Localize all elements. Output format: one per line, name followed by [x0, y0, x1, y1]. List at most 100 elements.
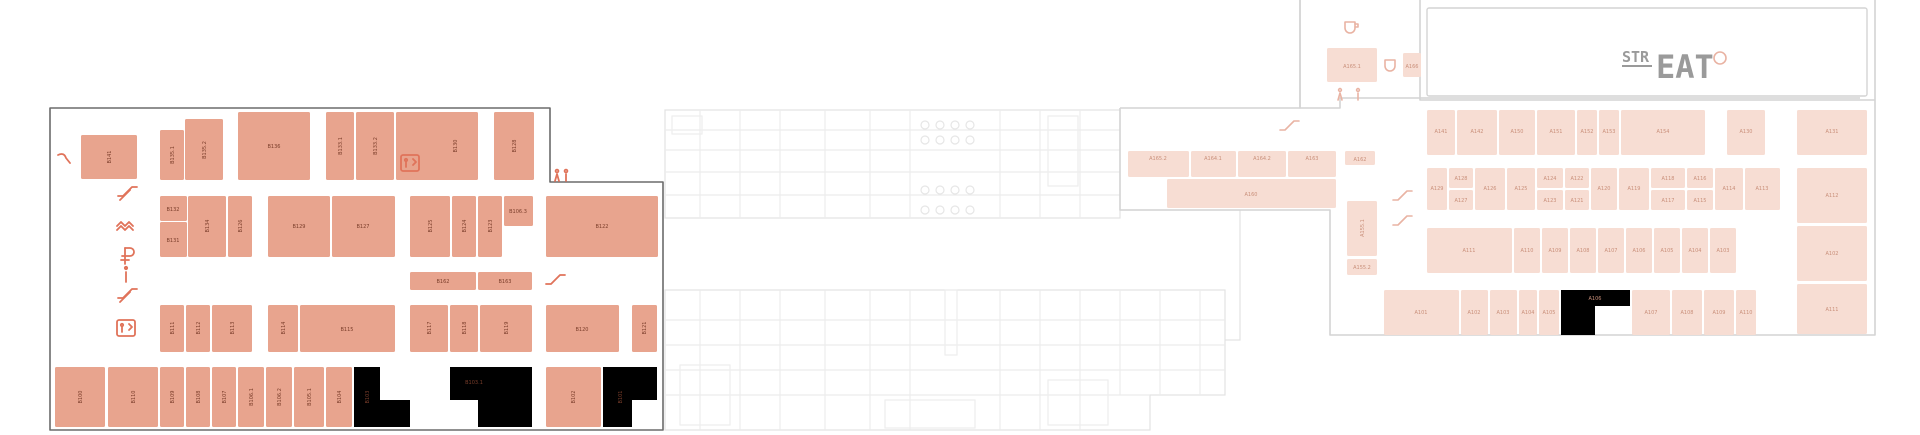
unit-A139[interactable]: A128	[1449, 168, 1473, 188]
unit-B106.1[interactable]: B106.1	[238, 367, 264, 427]
escalator-icon[interactable]	[1392, 190, 1413, 201]
coffee-icon[interactable]	[1384, 59, 1396, 72]
unit-A125[interactable]: A114	[1715, 168, 1743, 210]
restroom-icon[interactable]	[1337, 87, 1361, 101]
unit-B106.3[interactable]: B106.3	[504, 196, 533, 226]
unit-B121[interactable]: B121	[632, 305, 657, 352]
unit-A156[interactable]: A153	[1599, 110, 1619, 155]
unit-B123[interactable]: B123	[478, 196, 502, 257]
unit-A142[interactable]: A131	[1797, 110, 1867, 155]
unit-A155.2[interactable]: A155.2	[1347, 259, 1377, 275]
unit-A152[interactable]: A150	[1499, 110, 1535, 155]
unit-B131[interactable]: B131	[160, 222, 187, 257]
unit-A151[interactable]: A142	[1457, 110, 1497, 155]
accessible-restroom-icon[interactable]	[116, 319, 136, 337]
unit-B103[interactable]: B103	[354, 367, 410, 427]
unit-B126[interactable]: B126	[228, 196, 252, 257]
unit-A115[interactable]: A104	[1682, 228, 1708, 273]
unit-A154[interactable]: A152	[1577, 110, 1597, 155]
unit-A134[interactable]: A123	[1537, 190, 1563, 210]
unit-B133.2[interactable]: B133.2	[356, 112, 394, 180]
unit-B133.1[interactable]: B133.1	[326, 112, 354, 180]
unit-A117[interactable]: A106	[1626, 228, 1652, 273]
unit-B132[interactable]: B132	[160, 196, 187, 221]
escalator-icon[interactable]	[545, 274, 566, 285]
unit-A136[interactable]: A125	[1507, 168, 1535, 210]
unit-A160[interactable]: A160	[1167, 179, 1336, 208]
unit-A114[interactable]: A103	[1710, 228, 1736, 273]
info-icon[interactable]	[123, 265, 129, 283]
unit-A111[interactable]: A111	[1797, 284, 1867, 334]
unit-B162[interactable]: B162	[410, 272, 476, 290]
unit-B117[interactable]: B117	[410, 305, 448, 352]
unit-A131[interactable]: A120	[1591, 168, 1617, 210]
unit-A140[interactable]: A129	[1427, 168, 1447, 210]
unit-A165.1[interactable]: A165.1	[1327, 48, 1377, 82]
unit-A120[interactable]: A109	[1542, 228, 1568, 273]
unit-A109[interactable]: A109	[1704, 290, 1734, 335]
elevator-icon[interactable]	[116, 221, 134, 231]
coffee-icon[interactable]	[1713, 51, 1727, 65]
unit-A124[interactable]: A113	[1745, 168, 1780, 210]
unit-A128[interactable]: A117	[1651, 190, 1685, 210]
unit-A157[interactable]: A154	[1621, 110, 1705, 155]
unit-B141[interactable]: B141	[81, 135, 137, 179]
unit-A153[interactable]: A151	[1537, 110, 1575, 155]
unit-A118[interactable]: A107	[1598, 228, 1624, 273]
unit-B114[interactable]: B114	[268, 305, 298, 352]
unit-B128[interactable]: B128	[494, 112, 534, 180]
unit-B110[interactable]: B110	[108, 367, 158, 427]
unit-B106.2[interactable]: B106.2	[266, 367, 292, 427]
unit-A102[interactable]: A102	[1461, 290, 1488, 335]
unit-B136[interactable]: B136	[238, 112, 310, 180]
unit-B119[interactable]: B119	[480, 305, 532, 352]
unit-B130[interactable]: B130	[396, 112, 478, 180]
unit-A122[interactable]: A111	[1427, 228, 1512, 273]
unit-B109[interactable]: B109	[160, 367, 184, 427]
unit-A141[interactable]: A130	[1727, 110, 1765, 155]
streat-logo[interactable]: STR EAT	[1622, 48, 1714, 86]
unit-A163[interactable]: A163	[1288, 151, 1336, 177]
unit-A104[interactable]: A104	[1519, 290, 1537, 335]
unit-B122[interactable]: B122	[546, 196, 658, 257]
unit-B124[interactable]: B124	[452, 196, 476, 257]
unit-A165.2[interactable]: A165.2	[1128, 151, 1189, 177]
coffee-icon[interactable]	[1344, 21, 1359, 34]
unit-B134[interactable]: B134	[188, 196, 226, 257]
escalator-icon[interactable]	[117, 288, 138, 303]
unit-B111[interactable]: B111	[160, 305, 184, 352]
unit-A106[interactable]: A106	[1561, 290, 1630, 335]
unit-A113[interactable]: A102	[1797, 226, 1867, 281]
unit-B107[interactable]: B107	[212, 367, 236, 427]
unit-A150[interactable]: A141	[1427, 110, 1455, 155]
ruble-icon[interactable]	[120, 247, 135, 265]
unit-B135.1[interactable]: B135.1	[160, 130, 184, 180]
unit-A126[interactable]: A115	[1687, 190, 1713, 210]
unit-A164.2[interactable]: A164.2	[1238, 151, 1286, 177]
unit-B101[interactable]: B101	[603, 367, 657, 427]
unit-A116[interactable]: A105	[1654, 228, 1680, 273]
unit-B103.1[interactable]: B103.1	[450, 367, 532, 427]
unit-A110[interactable]: A110	[1736, 290, 1756, 335]
unit-B163[interactable]: B163	[478, 272, 532, 290]
unit-A164.1[interactable]: A164.1	[1191, 151, 1236, 177]
unit-B102[interactable]: B102	[546, 367, 601, 427]
unit-B115[interactable]: B115	[300, 305, 395, 352]
unit-A119[interactable]: A108	[1570, 228, 1596, 273]
unit-B118[interactable]: B118	[450, 305, 478, 352]
unit-A105[interactable]: A105	[1539, 290, 1559, 335]
unit-A138[interactable]: A127	[1449, 190, 1473, 210]
unit-B120[interactable]: B120	[546, 305, 619, 352]
unit-B108[interactable]: B108	[186, 367, 210, 427]
unit-A155.1[interactable]: A155.1	[1347, 201, 1377, 256]
unit-A121[interactable]: A110	[1514, 228, 1540, 273]
unit-B105.1[interactable]: B105.1	[294, 367, 324, 427]
unit-A101[interactable]: A101	[1384, 290, 1459, 335]
unit-A166[interactable]: A166	[1403, 53, 1421, 77]
restroom-icon[interactable]	[554, 168, 569, 182]
unit-B104[interactable]: B104	[326, 367, 352, 427]
escalator-icon[interactable]	[117, 186, 138, 201]
unit-B129[interactable]: B129	[268, 196, 330, 257]
unit-A137[interactable]: A126	[1475, 168, 1505, 210]
escalator-icon[interactable]	[1392, 215, 1413, 226]
